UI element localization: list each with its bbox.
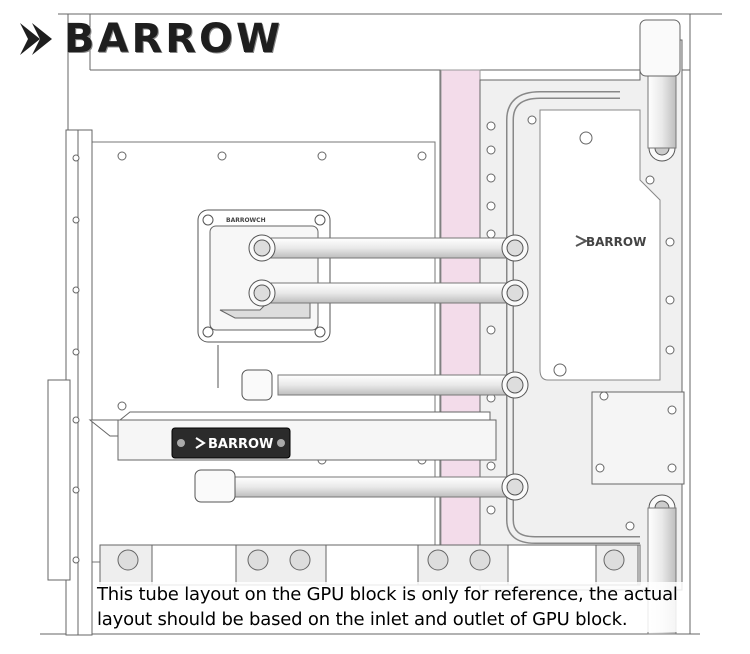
brand-name: BARROW	[64, 16, 284, 62]
caption-line-1: This tube layout on the GPU block is onl…	[97, 584, 678, 605]
fan-hubs	[117, 549, 625, 571]
fan-row	[99, 544, 641, 586]
cpu-block-label: BARROWCH	[226, 217, 266, 224]
pink-channel	[440, 69, 481, 581]
motherboard-tray	[89, 141, 436, 563]
gpu-block-label: BARROW	[208, 437, 273, 452]
distro-plate-label: BARROW	[586, 235, 646, 249]
distro-plate: BARROW	[479, 39, 685, 591]
barrow-chevron-icon	[20, 23, 52, 55]
reference-caption: This tube layout on the GPU block is onl…	[97, 582, 687, 632]
caption-line-2: layout should be based on the inlet and …	[97, 609, 628, 630]
brand-logo: BARROW	[14, 14, 283, 64]
gpu-water-block: BARROW	[88, 411, 497, 461]
tube-runs	[234, 237, 516, 498]
pcie-bracket	[47, 129, 93, 636]
